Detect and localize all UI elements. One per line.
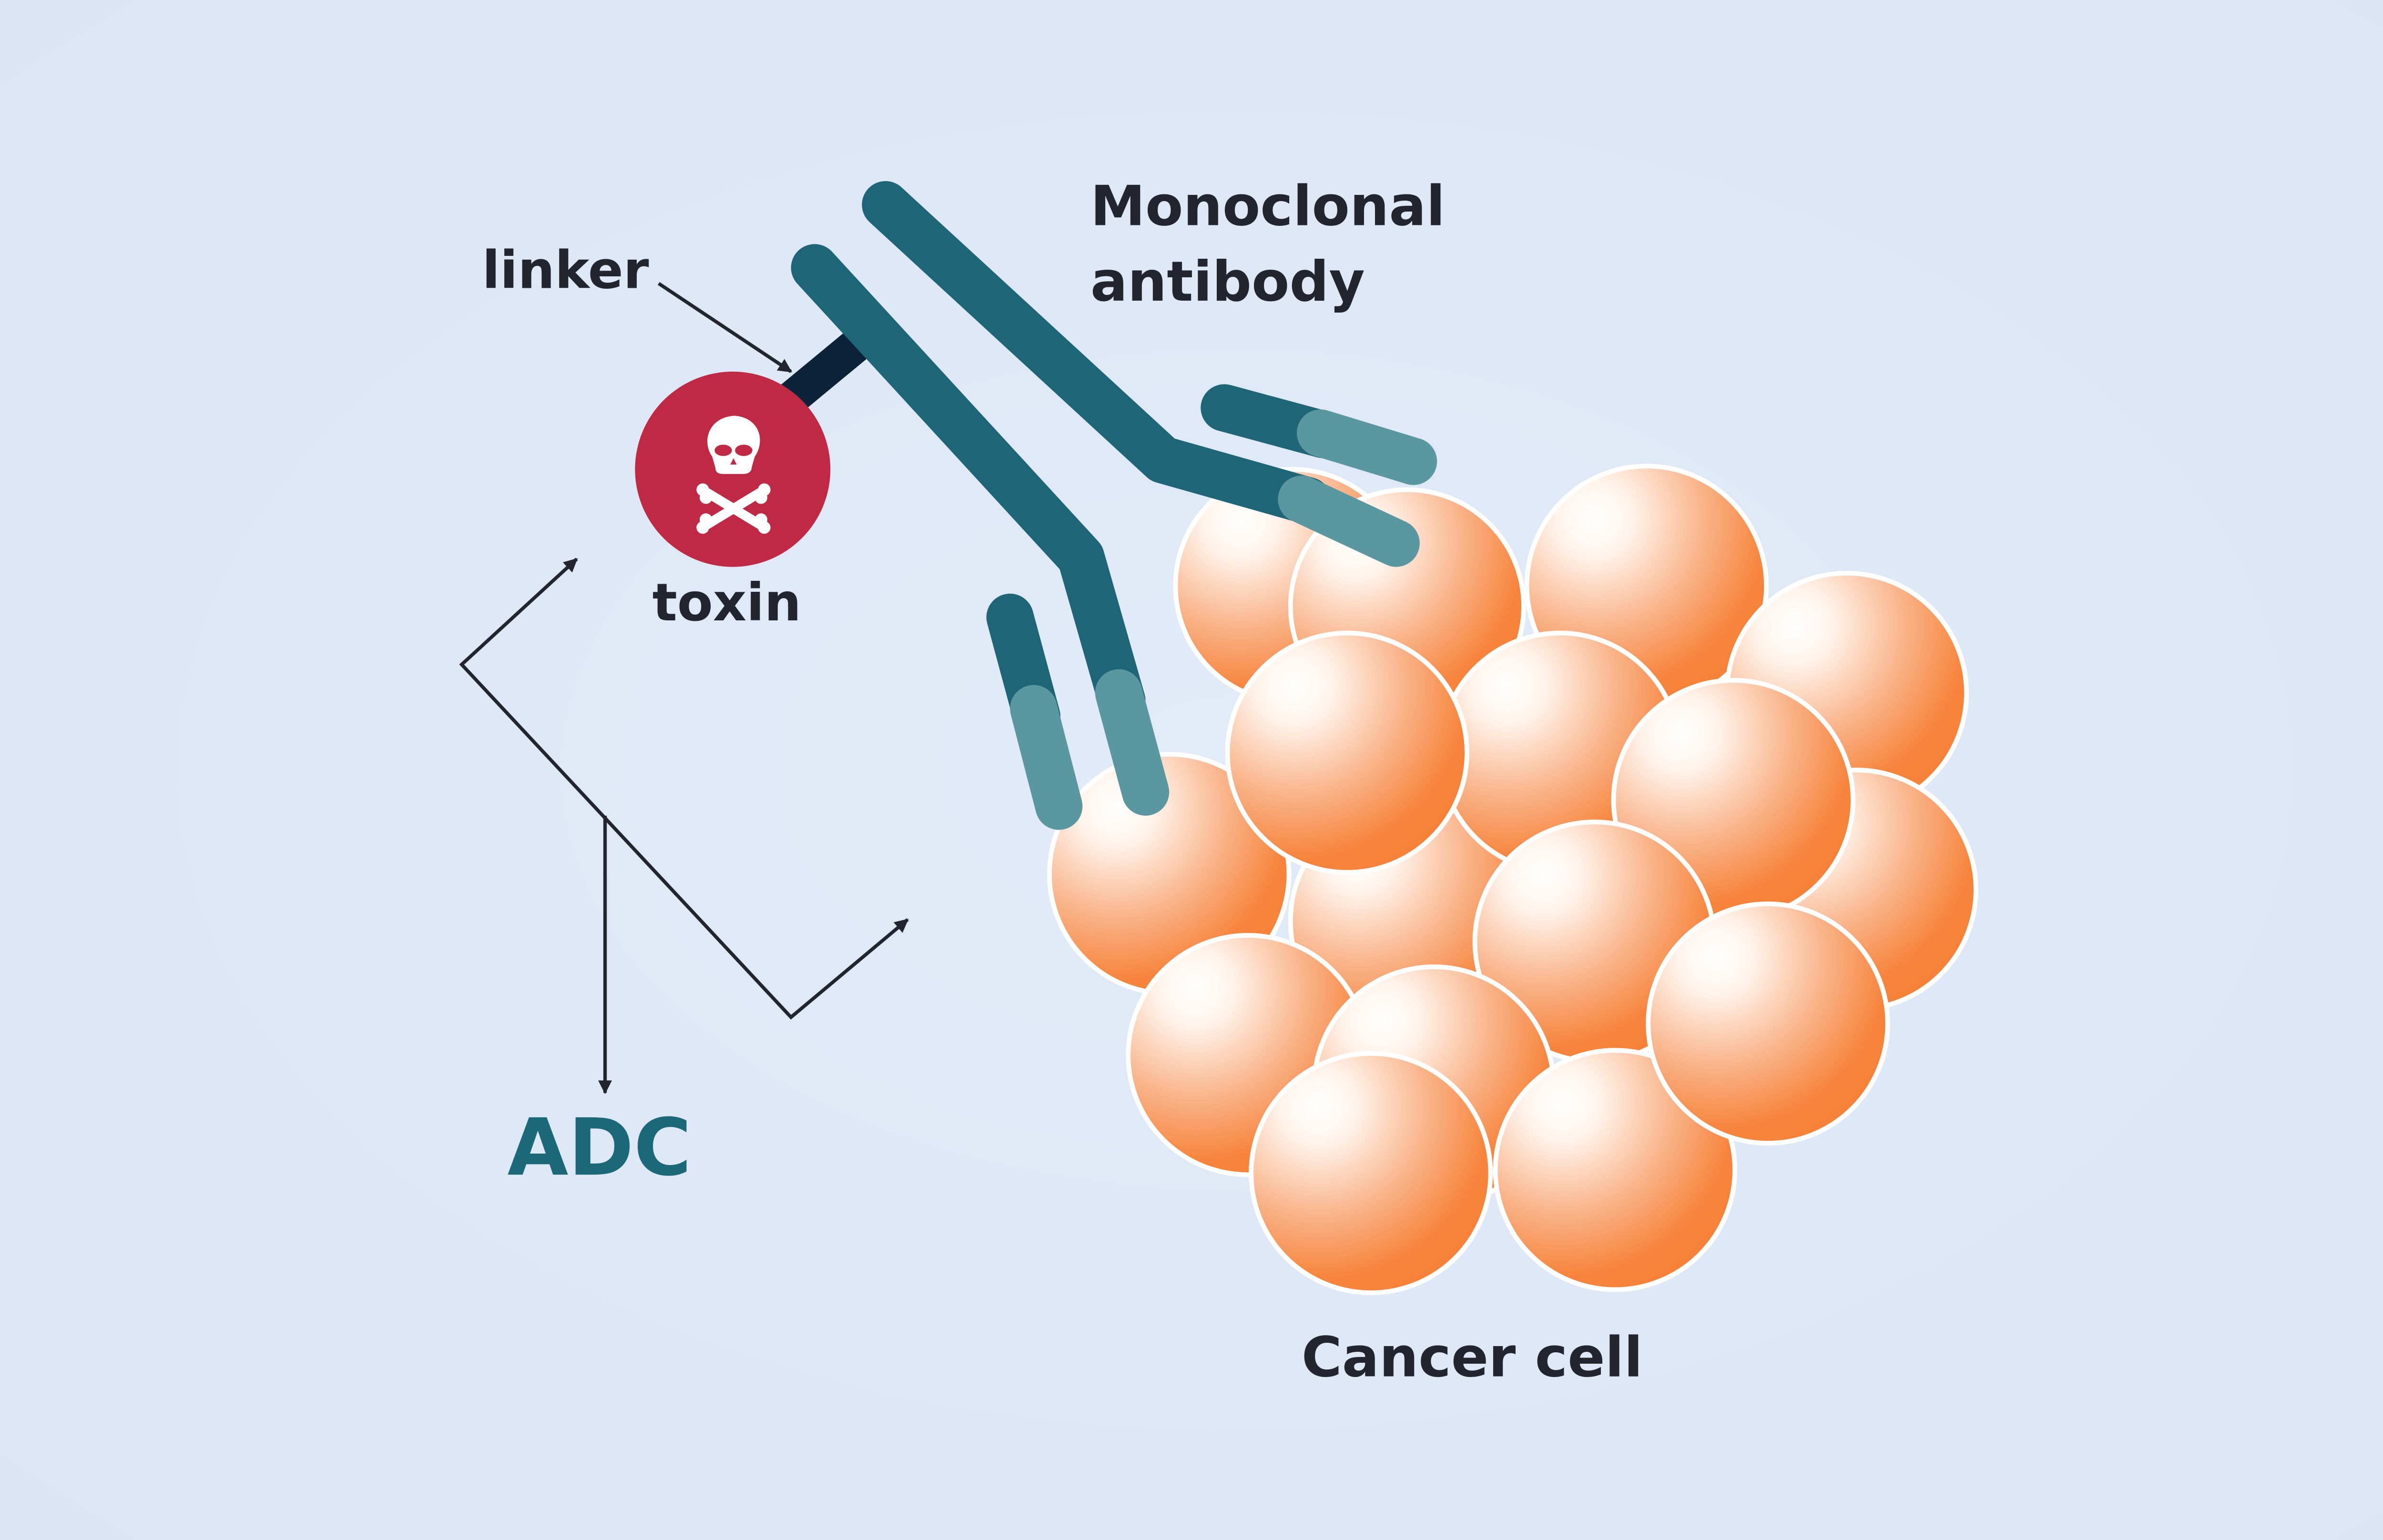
antibody-label-line2: antibody	[1090, 250, 1365, 314]
toxin	[635, 371, 831, 567]
antibody-label-line1: Monoclonal	[1090, 175, 1445, 239]
cancer-cell-sphere	[1646, 901, 1890, 1146]
cancer-cell-cluster	[1047, 464, 1978, 1296]
toxin-label: toxin	[652, 572, 802, 633]
heavy-chain-inner	[791, 244, 1146, 725]
light-chain-upper-constant	[1296, 409, 1437, 485]
adc-label: ADC	[508, 1102, 692, 1193]
heavy-chain-inner-constant	[1095, 669, 1170, 816]
adc-zigzag-line	[459, 557, 909, 1020]
monoclonal-antibody	[776, 181, 1437, 830]
linker-label: linker	[482, 240, 649, 301]
cancer-cell-sphere	[1225, 630, 1469, 875]
cancer-cell-label: Cancer cell	[1302, 1326, 1643, 1389]
light-chain-left-constant	[1010, 685, 1083, 830]
heavy-chain-outer-constant	[1278, 476, 1420, 567]
linker-pointer-arrow	[657, 282, 793, 373]
cancer-cell-sphere	[1249, 1051, 1493, 1296]
heavy-chain-outer	[862, 181, 1332, 525]
cancer-cell-sphere	[1493, 1048, 1738, 1292]
annotation-arrows	[459, 282, 909, 1094]
skull-and-crossbones-icon	[696, 415, 771, 534]
